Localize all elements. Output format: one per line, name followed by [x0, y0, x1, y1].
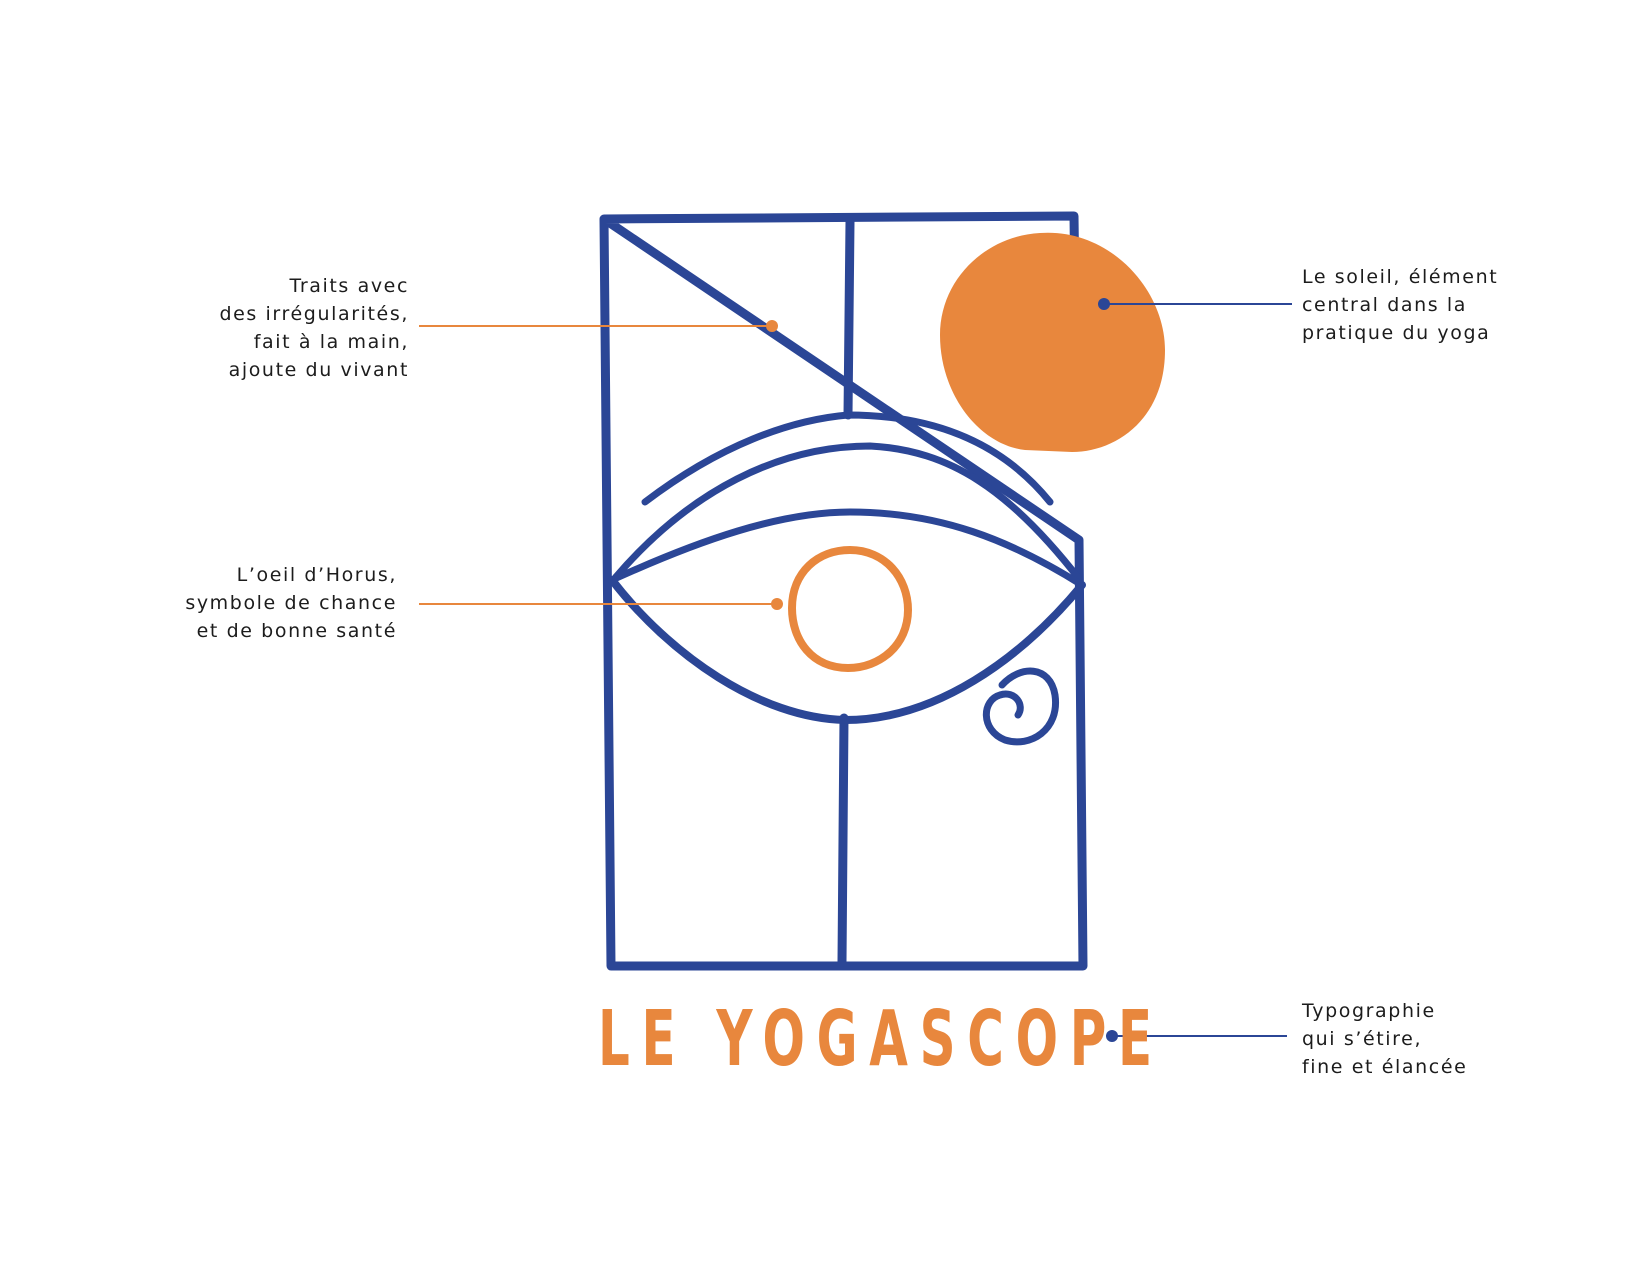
- leader-dot-soleil: [1098, 298, 1110, 310]
- annotation-traits: Traits avec des irrégularités, fait à la…: [219, 272, 409, 384]
- leader-dot-horus: [771, 598, 783, 610]
- annotation-soleil-line: central dans la: [1302, 294, 1468, 316]
- bottom-divider: [837, 713, 849, 967]
- annotation-typographie-line: Typographie: [1302, 1000, 1436, 1022]
- eyebrow-outer: [641, 411, 1054, 506]
- annotation-traits-line: Traits avec: [289, 275, 409, 297]
- eye-upper-lid: [608, 508, 1086, 589]
- annotation-horus: L’oeil d’Horus, symbole de chance et de …: [185, 561, 397, 645]
- eye-spiral: [982, 667, 1059, 746]
- annotation-traits-line: fait à la main,: [253, 331, 409, 353]
- annotation-traits-line: ajoute du vivant: [228, 359, 409, 381]
- eye-lower-lid: [608, 576, 1086, 725]
- annotation-typographie: Typographie qui s’étire, fine et élancée: [1302, 997, 1467, 1081]
- eye-iris: [787, 545, 913, 673]
- leader-dot-traits: [766, 320, 778, 332]
- eyebrow-inner: [611, 442, 1084, 584]
- sun-shape: [940, 232, 1165, 452]
- annotation-horus-line: L’oeil d’Horus,: [236, 564, 397, 586]
- annotation-soleil-line: pratique du yoga: [1302, 322, 1491, 344]
- annotation-horus-line: symbole de chance: [185, 592, 397, 614]
- annotation-soleil-line: Le soleil, élément: [1302, 266, 1499, 288]
- annotation-soleil: Le soleil, élément central dans la prati…: [1302, 263, 1498, 347]
- annotation-typographie-line: qui s’étire,: [1302, 1028, 1423, 1050]
- brand-wordmark: LE YOGASCOPE: [598, 995, 1164, 1085]
- top-divider: [843, 217, 855, 420]
- leader-dot-typo: [1106, 1030, 1118, 1042]
- annotation-horus-line: et de bonne santé: [196, 620, 397, 642]
- annotation-typographie-line: fine et élancée: [1302, 1056, 1468, 1078]
- annotation-traits-line: des irrégularités,: [219, 303, 409, 325]
